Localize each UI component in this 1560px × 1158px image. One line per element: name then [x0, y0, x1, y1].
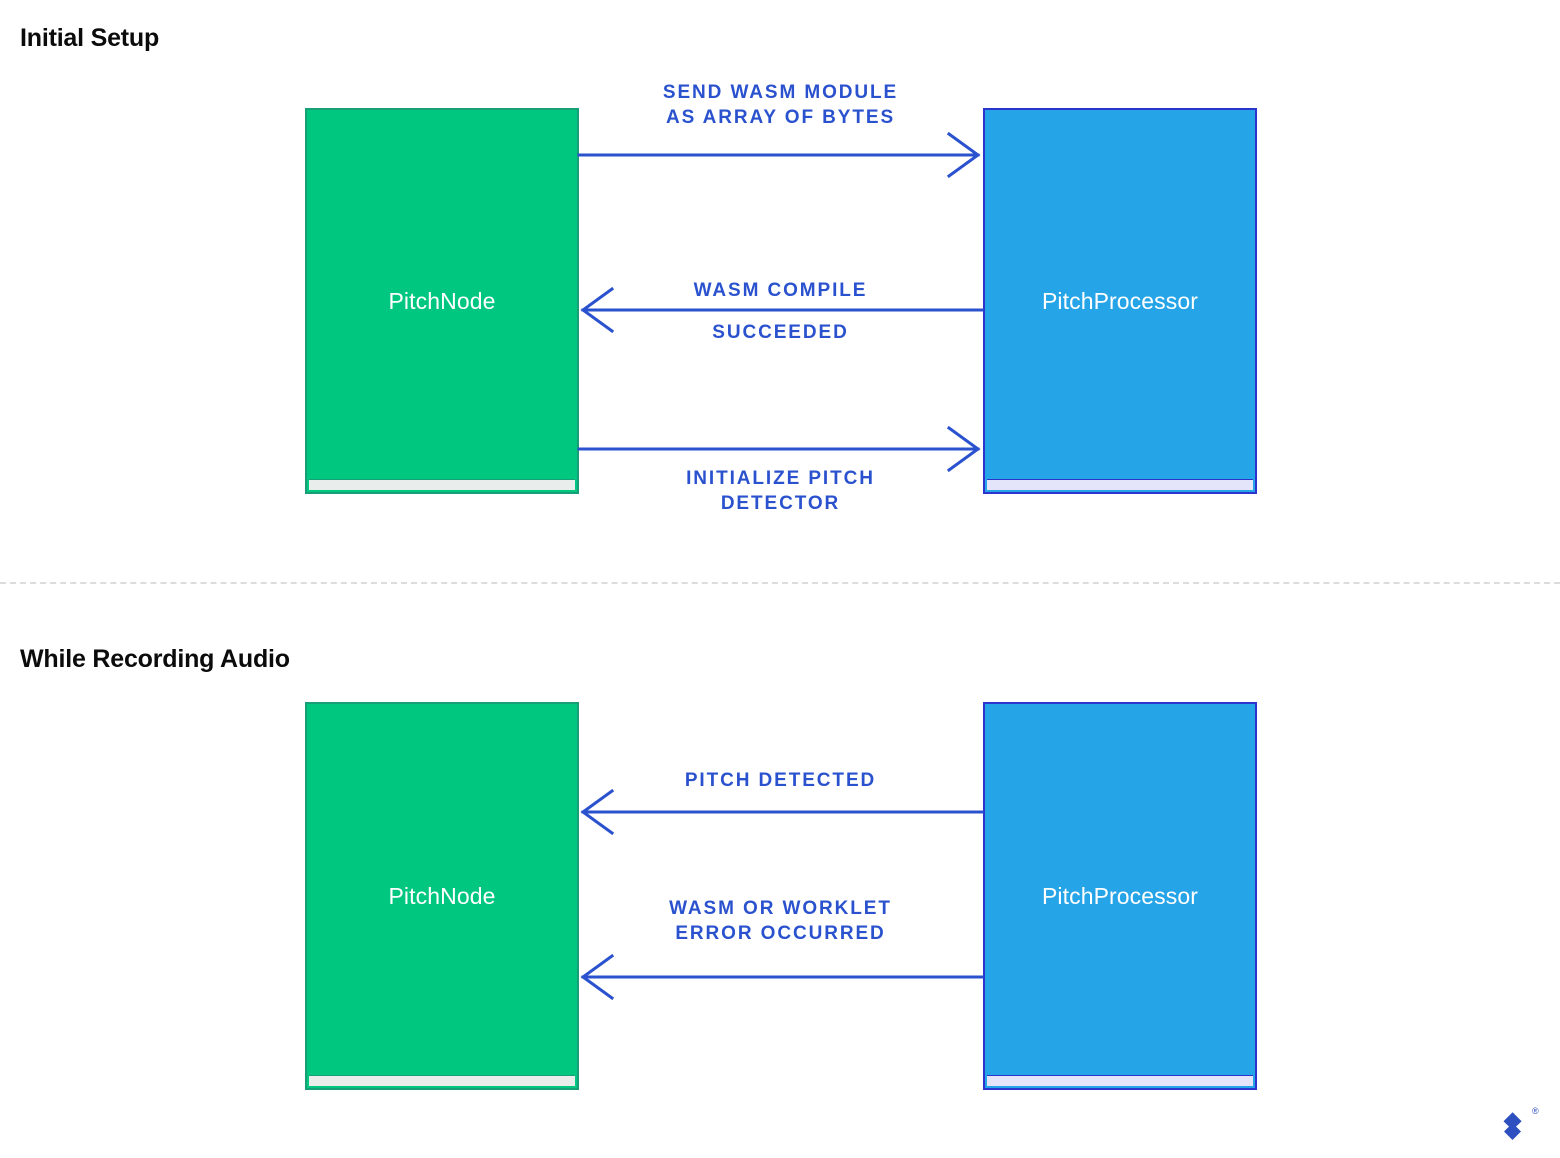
node-bottom-strip [309, 479, 575, 490]
node-body: PitchProcessor [985, 110, 1255, 492]
arrow-pitch-detected [580, 788, 984, 836]
arrow-initialize-pitch-detector [577, 425, 981, 473]
section-title-while-recording-audio: While Recording Audio [20, 645, 290, 673]
section-title-initial-setup: Initial Setup [20, 24, 160, 52]
node-label: PitchProcessor [1041, 287, 1199, 314]
arrow-label-send-wasm-module: SEND WASM MODULE AS ARRAY OF BYTES [662, 82, 899, 129]
node-body: PitchProcessor [985, 704, 1255, 1088]
arrow-label-wasm-compile: WASM COMPILE [693, 280, 868, 301]
arrow-label-wasm-or-worklet-error: WASM OR WORKLET ERROR OCCURRED [669, 898, 892, 945]
node-pitchprocessor-initial-setup: PitchProcessor [983, 108, 1257, 494]
node-label: PitchNode [388, 882, 496, 909]
arrow-label-initialize-pitch-detector: INITIALIZE PITCH DETECTOR [686, 468, 875, 515]
trademark-symbol: ® [1532, 1106, 1539, 1116]
arrow-label-succeeded: SUCCEEDED [712, 322, 849, 343]
arrow-label-pitch-detected: PITCH DETECTED [684, 770, 877, 791]
node-label: PitchNode [388, 287, 496, 314]
node-body: PitchNode [307, 704, 577, 1088]
node-pitchprocessor-while-recording: PitchProcessor [983, 702, 1257, 1090]
node-pitchnode-while-recording: PitchNode [305, 702, 579, 1090]
arrow-send-wasm-module [577, 131, 981, 179]
node-bottom-strip [987, 479, 1253, 490]
node-pitchnode-initial-setup: PitchNode [305, 108, 579, 494]
node-bottom-strip [309, 1075, 575, 1086]
node-label: PitchProcessor [1041, 882, 1199, 909]
node-bottom-strip [987, 1075, 1253, 1086]
section-divider [0, 582, 1560, 584]
arrow-wasm-or-worklet-error [580, 953, 984, 1001]
toptal-logo: ® [1503, 1106, 1539, 1140]
node-body: PitchNode [307, 110, 577, 492]
